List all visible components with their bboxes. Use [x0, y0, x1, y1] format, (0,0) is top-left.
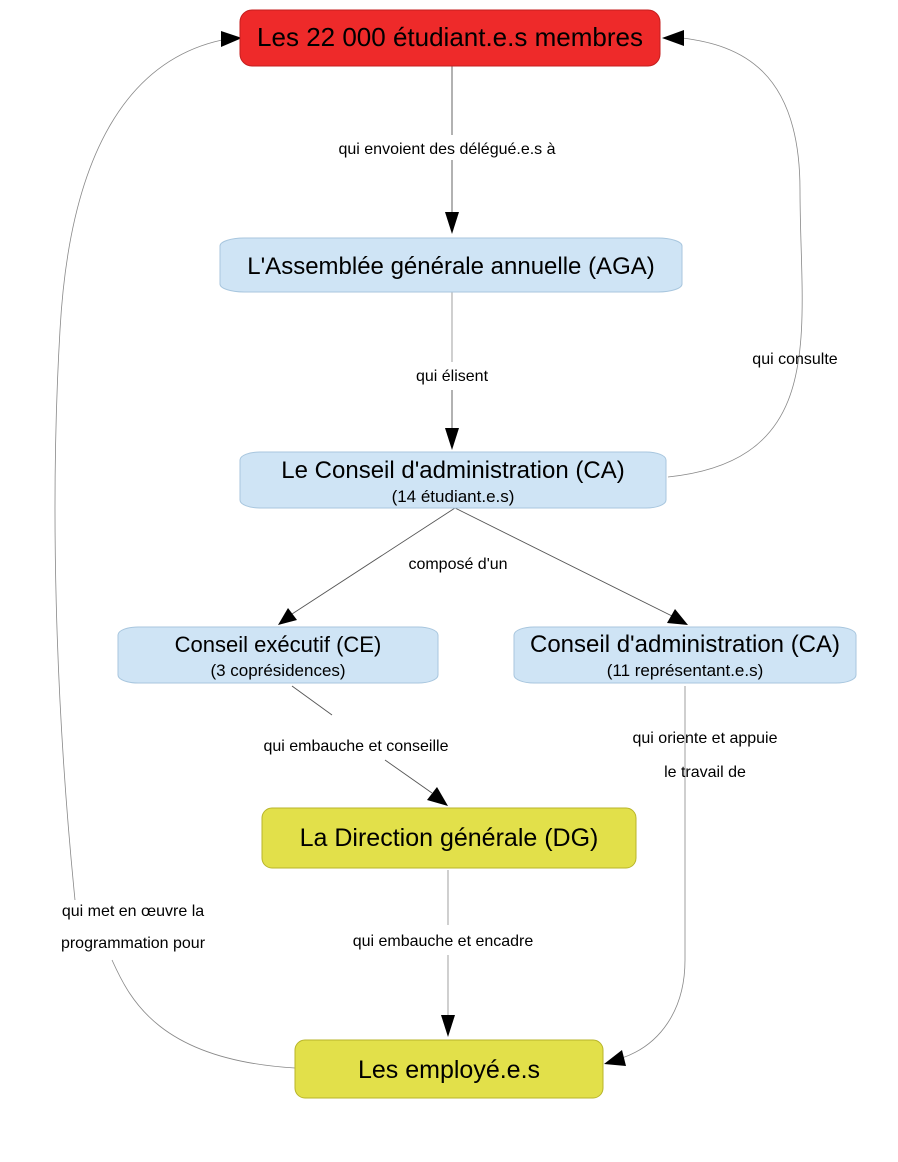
label-ca-to-members: qui consulte [752, 351, 837, 368]
label-dg-to-employees: qui embauche et encadre [353, 933, 534, 950]
node-employees-box [294, 1039, 604, 1099]
node-employees: Les employé.e.s [294, 1039, 604, 1099]
arrowhead-careps [667, 609, 688, 625]
node-ce: Conseil exécutif (CE) (3 coprésidences) [117, 626, 439, 684]
label-ca-to-employees-1: qui oriente et appuie [633, 730, 778, 747]
edge-line-ca-ce [291, 507, 456, 615]
label-ca-composed: composé d'un [408, 556, 507, 573]
edge-curve-employees-members-high [54, 39, 223, 901]
node-ce-box [117, 626, 439, 684]
label-aga-to-ca: qui élisent [416, 368, 489, 385]
edge-line-ce-dg [291, 685, 333, 716]
edge-curve-ca-members [667, 37, 803, 478]
node-aga: L'Assemblée générale annuelle (AGA) [219, 237, 683, 293]
node-aga-title: L'Assemblée générale annuelle (AGA) [247, 253, 654, 280]
arrowhead-down-aga [445, 212, 459, 234]
label-ce-to-dg: qui embauche et conseille [263, 738, 448, 755]
node-ca-reps: Conseil d'administration (CA) (11 représ… [513, 626, 857, 684]
arrowhead-employees-right [604, 1050, 626, 1066]
arrowhead-ce [278, 608, 297, 625]
node-ca-reps-box [513, 626, 857, 684]
label-employees-to-members-1: qui met en œuvre la [62, 903, 204, 920]
node-ce-subtitle: (3 coprésidences) [210, 661, 345, 680]
node-members-box [239, 9, 661, 67]
node-ca-top: Le Conseil d'administration (CA) (14 étu… [239, 451, 667, 509]
label-employees-to-members-2: programmation pour [61, 935, 206, 952]
edge-line-ca-careps [454, 507, 673, 617]
node-ce-title: Conseil exécutif (CE) [175, 632, 382, 657]
node-employees-title: Les employé.e.s [358, 1056, 540, 1084]
arrowhead-down-employees [441, 1015, 455, 1037]
arrowhead-right-members-left [221, 31, 242, 47]
edge-curve-careps-employees [621, 686, 686, 1059]
edge-line-ce-dg-2 [384, 759, 433, 794]
arrowhead-dg [427, 787, 448, 806]
node-ca-top-box [239, 451, 667, 509]
label-members-to-aga: qui envoient des délégué.e.s à [338, 141, 555, 158]
label-ca-to-employees-2: le travail de [664, 764, 746, 781]
node-dg-title: La Direction générale (DG) [300, 824, 599, 852]
arrowhead-down-ca [445, 428, 459, 450]
node-members: Les 22 000 étudiant.e.s membres [239, 9, 661, 67]
node-ca-top-subtitle: (14 étudiant.e.s) [392, 487, 515, 506]
node-ca-top-title: Le Conseil d'administration (CA) [281, 457, 624, 484]
edge-curve-employees-members-low [111, 959, 296, 1069]
node-ca-reps-subtitle: (11 représentant.e.s) [607, 661, 764, 680]
node-dg-box [261, 807, 637, 869]
node-aga-box [219, 237, 683, 293]
arrowhead-left-members-right [662, 30, 684, 46]
node-ca-reps-title: Conseil d'administration (CA) [530, 631, 840, 658]
node-members-title: Les 22 000 étudiant.e.s membres [257, 22, 643, 52]
node-dg: La Direction générale (DG) [261, 807, 637, 869]
